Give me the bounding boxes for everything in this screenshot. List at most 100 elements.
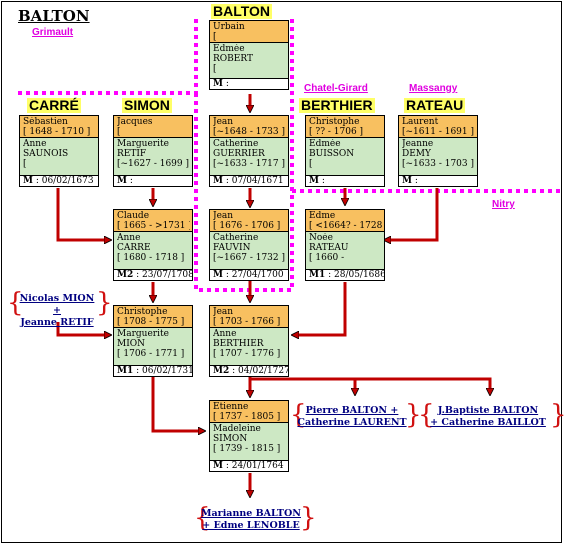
marriage-date: : 06/02/1673	[32, 176, 94, 186]
marriage-date: : 28/05/1686	[325, 270, 384, 280]
wife-dates: [ 1660 -	[309, 253, 345, 263]
marriage-date: :	[318, 176, 325, 186]
husband-dates: [ 1703 - 1766 ]	[213, 317, 281, 327]
wife-surname: MION	[117, 339, 146, 349]
husband-name: Etienne	[213, 402, 249, 412]
link-line: Jeanne RETIF	[20, 317, 94, 328]
marriage-date: : 07/04/1671	[222, 176, 284, 186]
right-brace-icon: }	[405, 400, 422, 430]
marriage-label: M2	[213, 366, 230, 376]
dotted-boundaries	[18, 15, 560, 292]
wife-surname: BERTHIER	[213, 339, 264, 349]
wife-surname: SIMON	[213, 434, 248, 444]
place-grimault: Grimault	[32, 27, 74, 38]
husband-name: Jacques	[117, 117, 153, 127]
link-line: Pierre BALTON +	[305, 405, 399, 416]
husband-dates: [ 1648 - 1710 ]	[23, 127, 91, 137]
marriage-label: M	[402, 176, 412, 186]
wife-surname: RETIF	[117, 149, 147, 159]
link-jbaptiste-balton[interactable]: J.Baptiste BALTON + Catherine BAILLOT	[425, 405, 551, 429]
husband-name: Claude	[117, 211, 150, 221]
husband-dates: [~1648 - 1733 ]	[213, 127, 285, 137]
surname-rateau: RATEAU	[404, 97, 466, 113]
link-nicolas-mion[interactable]: Nicolas MION + Jeanne RETIF	[15, 293, 99, 329]
wife-firstname: Noée	[309, 233, 333, 243]
husband-dates: [	[213, 32, 217, 42]
wife-surname: SAUNOIS	[23, 149, 69, 159]
husband-dates: [ 1708 - 1775 ]	[117, 317, 185, 327]
wife-dates: [~1633 - 1703 ]	[402, 159, 474, 169]
family-title: BALTON	[18, 7, 90, 25]
link-pierre-balton[interactable]: Pierre BALTON + Catherine LAURENT	[297, 405, 407, 429]
place-massangy: Massangy	[409, 83, 458, 94]
surname-berthier: BERTHIER	[299, 97, 375, 113]
arrows	[56, 94, 490, 496]
wife-surname: FAUVIN	[213, 243, 251, 253]
wife-firstname: Marguerite	[117, 139, 169, 149]
right-brace-icon: }	[550, 400, 565, 430]
link-marianne-balton[interactable]: Marianne BALTON + Edme LENOBLE	[200, 508, 302, 532]
link-line: Nicolas MION +	[19, 293, 95, 316]
wife-dates: [ 1739 - 1815 ]	[213, 444, 281, 454]
wife-firstname: Edmée	[213, 44, 245, 54]
link-line: Catherine LAURENT	[297, 417, 407, 428]
wife-firstname: Marguerite	[117, 329, 169, 339]
wife-surname: DEMY	[402, 149, 431, 159]
marriage-label: M	[213, 270, 223, 280]
husband-name: Christophe	[117, 307, 168, 317]
wife-dates: [~1627 - 1699 ]	[117, 159, 189, 169]
husband-name: Sébastien	[23, 117, 68, 127]
husband-dates: [~1611 - 1691 ]	[402, 127, 474, 137]
husband-name: Jean	[213, 117, 234, 127]
wife-firstname: Catherine	[213, 233, 259, 243]
husband-dates: [ <1664? - 1728 ]	[309, 221, 382, 231]
wife-firstname: Catherine	[213, 139, 259, 149]
husband-dates: [	[117, 127, 121, 137]
marriage-label: M	[23, 176, 33, 186]
surname-balton: BALTON	[211, 3, 273, 19]
wife-dates: [	[23, 159, 27, 169]
husband-dates: [ 1665 - >1731 ]	[117, 221, 190, 231]
husband-name: Urbain	[213, 22, 245, 32]
marriage-label: M	[213, 176, 223, 186]
marriage-date: : 24/01/1764	[222, 461, 284, 471]
husband-dates: [ ?? - 1706 ]	[309, 127, 364, 137]
wife-firstname: Anne	[23, 139, 47, 149]
marriage-date: : 06/02/1731	[133, 366, 192, 376]
marriage-label: M	[213, 461, 223, 471]
right-brace-icon: }	[300, 503, 317, 533]
wife-dates: [	[309, 159, 313, 169]
marriage-label: M1	[117, 366, 134, 376]
wife-surname: RATEAU	[309, 243, 349, 253]
marriage-date: : 23/07/1708	[133, 270, 192, 280]
surname-carre: CARRÉ	[27, 97, 81, 113]
wife-firstname: Jeanne	[402, 139, 434, 149]
left-brace-icon: {	[290, 400, 307, 430]
wife-dates: [	[213, 64, 217, 74]
place-chatel-girard: Chatel-Girard	[304, 83, 368, 94]
marriage-label: M	[117, 176, 127, 186]
husband-name: Christophe	[309, 117, 360, 127]
wife-dates: [ 1706 - 1771 ]	[117, 349, 185, 359]
husband-dates: [ 1676 - 1706 ]	[213, 221, 281, 231]
wife-firstname: Madeleine	[213, 424, 261, 434]
husband-name: Laurent	[402, 117, 439, 127]
marriage-label: M	[213, 79, 223, 89]
marriage-date: : 27/04/1700	[222, 270, 284, 280]
husband-dates: [ 1737 - 1805 ]	[213, 412, 281, 422]
link-line: + Edme LENOBLE	[202, 520, 300, 531]
